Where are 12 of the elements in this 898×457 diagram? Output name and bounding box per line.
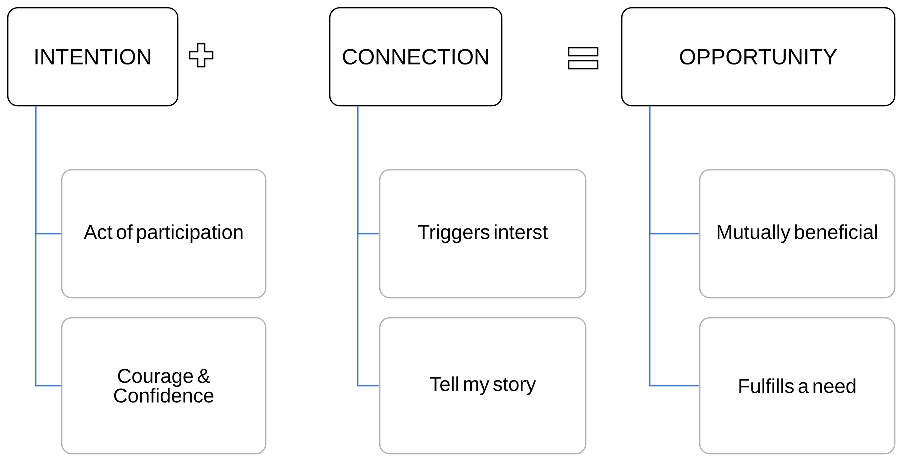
heading-box: INTENTION	[7, 7, 179, 107]
connector	[649, 106, 700, 387]
connector	[35, 106, 62, 387]
item-box: Act of participation	[61, 169, 267, 299]
item-box: Mutually beneficial	[699, 169, 896, 299]
item-box: Triggers interst	[379, 169, 587, 299]
item-box: Tell my story	[379, 317, 587, 455]
heading-box: OPPORTUNITY	[621, 7, 896, 107]
heading-box: CONNECTION	[329, 7, 503, 107]
item-box: Courage & Confidence	[61, 317, 267, 455]
connector	[357, 106, 380, 387]
item-box: Fulfills a need	[699, 317, 896, 455]
